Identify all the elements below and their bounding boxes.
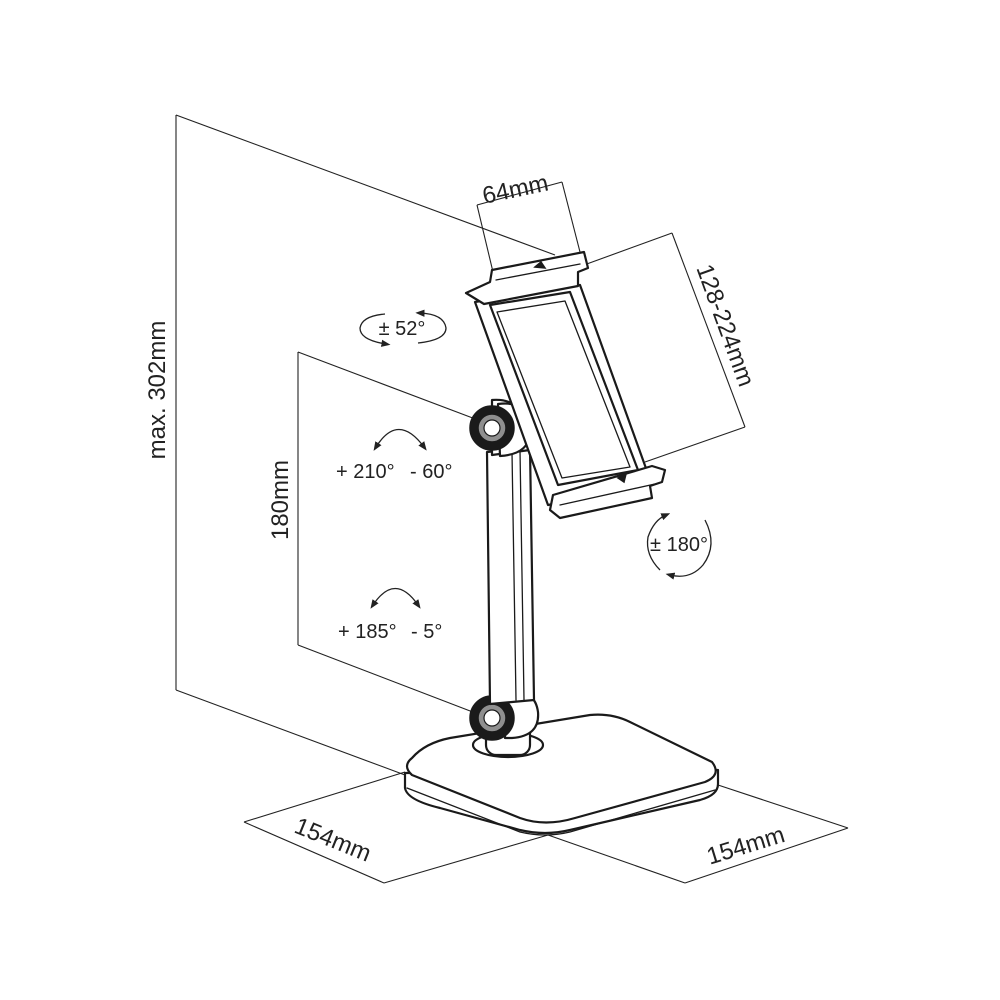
holder-depth-label: 64mm [480,170,551,210]
rotation-labels: ± 52° + 210° - 60° + 185° - 5° ± 180° [336,318,708,643]
rotation-arrows [359,309,712,609]
upper-joint-minus-label: - 60° [410,461,452,483]
upper-joint-plus-label: + 210° [336,461,395,483]
arm-height-label: 180mm [267,460,294,540]
max-height-label: max. 302mm [144,321,171,460]
holder-rotate-label: ± 180° [650,534,708,556]
lower-joint-minus-label: - 5° [411,621,442,643]
stand-base [403,713,720,836]
lower-joint-plus-label: + 185° [338,621,397,643]
stand-arm [485,446,536,706]
holder-range-label: 128-224mm [690,261,759,391]
tablet-holder [464,250,667,520]
holder-tilt-label: ± 52° [379,318,426,340]
dimension-lines [175,114,849,884]
base-depth-label: 154mm [291,813,375,868]
